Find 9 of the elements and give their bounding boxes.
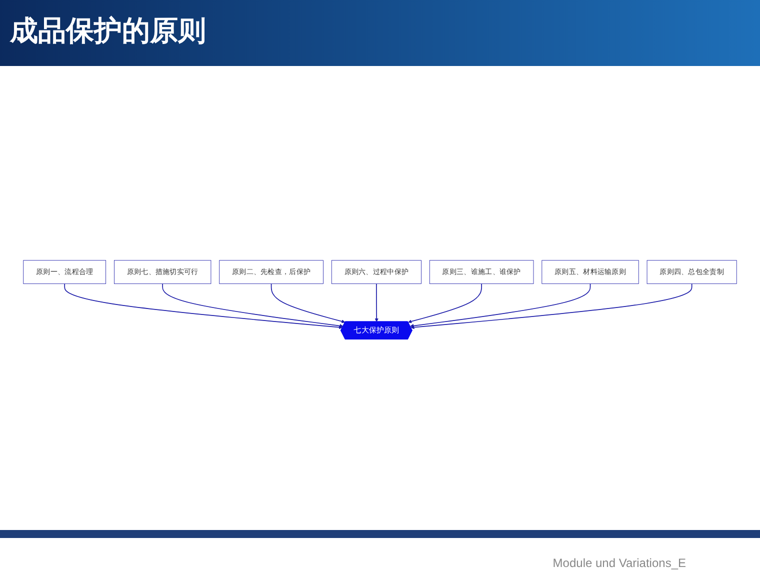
arrow	[162, 283, 344, 328]
footer-note: Module und Variations_E	[552, 556, 686, 570]
slide-title: 成品保护的原则	[0, 0, 760, 66]
arrow	[374, 283, 378, 322]
arrow	[408, 283, 482, 324]
arrow	[64, 283, 343, 330]
arrow	[410, 283, 692, 330]
arrow	[270, 283, 346, 324]
arrow	[410, 283, 591, 328]
